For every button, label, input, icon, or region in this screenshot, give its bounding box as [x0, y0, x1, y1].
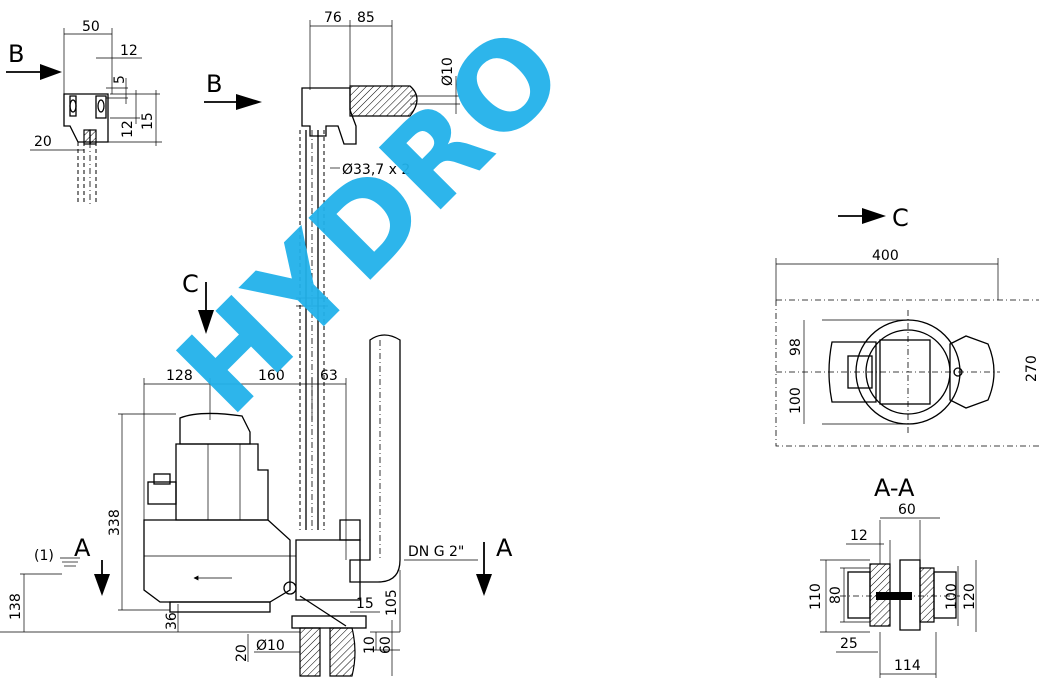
dim-15: 15 — [140, 112, 156, 130]
dim-138: 138 — [8, 593, 24, 620]
dim-400: 400 — [872, 248, 899, 264]
section-label-a-right: A — [496, 534, 513, 562]
dim-20-main: 20 — [234, 644, 250, 662]
note-1: (1) — [34, 548, 54, 564]
dim-114: 114 — [894, 658, 921, 674]
section-label-aa: A-A — [874, 474, 915, 502]
dim-50: 50 — [82, 19, 100, 35]
dim-100-view-c: 100 — [788, 387, 804, 414]
dim-60: 60 — [378, 636, 394, 654]
dim-338: 338 — [107, 509, 123, 536]
section-aa: A-A 60 12 110 80 100 120 25 114 — [808, 474, 978, 678]
main-view: B 76 85 Ø10 Ø33,7 x 2 C — [0, 10, 513, 677]
dim-270: 270 — [1024, 355, 1039, 382]
dim-80: 80 — [828, 586, 844, 604]
dim-160: 160 — [258, 368, 285, 384]
dim-12-top: 12 — [120, 43, 138, 59]
dim-85: 85 — [357, 10, 375, 26]
dn-label: DN G 2" — [408, 544, 464, 560]
dim-100-aa: 100 — [944, 583, 960, 610]
section-label-c-view: C — [892, 204, 909, 232]
dim-10: 10 — [362, 636, 378, 654]
dim-63: 63 — [320, 368, 338, 384]
dim-diameter-10-top: Ø10 — [440, 57, 456, 86]
dim-120: 120 — [962, 583, 978, 610]
section-label-c-top: C — [182, 270, 199, 298]
dim-105: 105 — [384, 589, 400, 616]
view-c: C 400 98 100 270 — [775, 204, 1039, 447]
section-label-b-detail: B — [8, 40, 24, 68]
dim-36: 36 — [164, 612, 180, 630]
dim-12-side: 12 — [120, 120, 136, 138]
dim-128: 128 — [166, 368, 193, 384]
dim-5: 5 — [112, 75, 128, 84]
dim-20: 20 — [34, 134, 52, 150]
dim-76: 76 — [324, 10, 342, 26]
watermark: HYDRO — [152, 2, 591, 441]
dim-25: 25 — [840, 636, 858, 652]
dim-98: 98 — [788, 338, 804, 356]
dim-110: 110 — [808, 583, 824, 610]
dim-12-aa: 12 — [850, 528, 868, 544]
pipe-diameter: Ø33,7 x 2 — [342, 162, 410, 178]
section-label-a-left: A — [74, 534, 91, 562]
dim-diameter-10-bottom: Ø10 — [256, 638, 285, 654]
dim-60-aa: 60 — [898, 502, 916, 518]
dim-15-main: 15 — [356, 596, 374, 612]
detail-b: B 50 12 5 12 15 20 — [6, 19, 162, 205]
section-label-b-main: B — [206, 70, 222, 98]
